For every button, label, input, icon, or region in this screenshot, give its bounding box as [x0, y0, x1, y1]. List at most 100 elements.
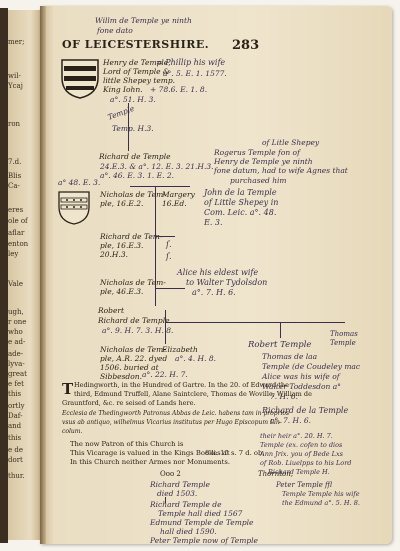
manuscript-note: a°. 7. H. 6. [192, 288, 236, 297]
manuscript-note: Thomas de laa [262, 352, 318, 361]
manuscript-note: fone dato [97, 26, 133, 35]
manuscript-note: Temple (de Coudeley mac [262, 362, 361, 371]
manuscript-note: Ann Jrix. you of Bede Lxs [260, 450, 343, 458]
left-page-fragment: ley [8, 250, 19, 258]
manuscript-note: of Little Shepey in [204, 198, 279, 207]
manuscript-note: Alice his eldest wife [177, 268, 259, 277]
left-page-fragment: r one [8, 318, 27, 326]
manuscript-note: purchased him [230, 176, 287, 185]
manuscript-note: hall died 1590. [160, 527, 217, 536]
manuscript-note: = Phillip his wife [156, 58, 226, 67]
manuscript-note: of Litle Shepey [262, 138, 320, 147]
left-page-fragment: this [8, 390, 22, 398]
manuscript-note: John de la Temple [204, 188, 277, 197]
genealogy-entry: little Shepey temp. [103, 76, 176, 85]
genealogy-entry: 20.H.3. [100, 250, 129, 259]
catchword: Thornton, [258, 470, 294, 478]
manuscript-note: Edmund Temple de Temple [150, 518, 254, 527]
genealogy-entry: ple, 46.E.3. [100, 287, 144, 296]
vertical-connector [280, 322, 281, 338]
left-page-fragment: aflar [8, 229, 25, 237]
vertical-connector [165, 497, 166, 503]
manuscript-note: Robert Temple [248, 340, 312, 350]
manuscript-note: a°. 46. E. 3. 1. E. 2. [100, 171, 175, 180]
body-paragraph: 8 li. 15 s. 7 d. ob. [205, 449, 265, 457]
left-page-fragment: 7.d. [8, 158, 22, 166]
manuscript-note: Com. Leic. a°. 48. [204, 208, 277, 217]
left-page-fragment: thur. [8, 472, 25, 480]
left-page-fragment: who [8, 328, 23, 336]
left-page-fragment: mer; [8, 38, 25, 46]
left-page-fragment: Blis [8, 172, 22, 180]
book-page [40, 6, 392, 544]
vertical-connector [128, 103, 129, 151]
book-spine [0, 8, 8, 543]
left-page-fragment: this [8, 434, 22, 442]
manuscript-note: Richard Temple H. [268, 468, 330, 476]
manuscript-note: Peter Temple now of Temple [150, 536, 258, 545]
left-page-fragment: enton [8, 240, 29, 248]
vertical-connector [165, 310, 166, 344]
genealogy-entry: Sibbesdon. [100, 372, 142, 381]
manuscript-note: ſ. [166, 252, 172, 261]
manuscript-note: fone datum, had to wife Agnes that [214, 166, 348, 175]
page-number: 283 [232, 38, 260, 53]
body-paragraph: In this Church neither Armes nor Monumen… [70, 458, 231, 466]
coat-of-arms-icon [58, 191, 90, 225]
manuscript-note: to Walter Tydolsdon [186, 278, 268, 287]
manuscript-note: Richard Temple de [150, 500, 222, 509]
coat-of-arms-icon [61, 59, 99, 99]
genealogy-entry: Richard de Temple [99, 152, 171, 161]
genealogy-entry: Margery [162, 190, 195, 199]
left-page-fragment: eres [8, 206, 24, 214]
genealogy-entry: ple, 16.E.3. [100, 241, 144, 250]
manuscript-note: the Edmund a°. 5. H. 8. [282, 499, 360, 507]
genealogy-entry: Henry de Temple, [103, 58, 171, 67]
left-page-fragment: ade- [8, 350, 24, 358]
manuscript-note: Temple [330, 339, 356, 347]
manuscript-note: Rogerus Temple fon of [214, 148, 300, 157]
manuscript-note: Temple Temple his wife [282, 490, 360, 498]
manuscript-note: Willm de Temple ye ninth [95, 16, 192, 25]
body-paragraph: third, Edmund Truffell, Alane Saintclere… [74, 390, 312, 398]
genealogy-entry: ple, 16.E.2. [100, 199, 144, 208]
body-paragraph: The now Patron of this Church is [70, 440, 184, 448]
manuscript-note: Temple (ex. cofen to dios [260, 441, 343, 449]
genealogy-entry: ple, A.R. 22. dyed [100, 354, 168, 363]
manuscript-note: Peter Temple ffl [276, 481, 332, 489]
manuscript-note: a°. 5. E. 1. 1577. [163, 69, 227, 78]
left-page-fragment: Ca- [8, 182, 20, 190]
genealogy-entry: Nicholas de Tem- [100, 345, 166, 354]
genealogy-entry: Nicholas de Tem- [100, 190, 166, 199]
body-paragraph: vsus ab antiquo, wilhelmus Vicarius inst… [62, 419, 282, 426]
manuscript-note: Thomas [330, 330, 358, 338]
body-paragraph: Ecclesia de Thedingworth Patronus Abbas … [62, 410, 290, 417]
manuscript-note: 24.E.3. & a°. 12. E. 3. 21.H.3. [100, 162, 214, 171]
left-page-fragment: Ycaj [8, 82, 23, 90]
genealogy-entry: King Iohn. [103, 85, 143, 94]
body-paragraph: T [62, 380, 74, 398]
left-page-fragment: lyva- [8, 360, 25, 368]
left-page-fragment: wil- [8, 72, 21, 80]
page-gutter [40, 6, 46, 544]
left-page-fragment: e ad- [8, 338, 26, 346]
left-page-fragment: and [8, 422, 22, 430]
manuscript-note: Walter Toddesdon a° [262, 382, 341, 391]
manuscript-note: their heir a°. 20. H. 7. [260, 432, 333, 440]
genealogy-entry: 1506. buried at [100, 363, 159, 372]
left-page-fragment: ugh, [8, 308, 24, 316]
horizontal-connector [165, 322, 345, 323]
manuscript-note: + 78.6. E. 1. 8. [150, 85, 208, 94]
page-title: OF LEICESTERSHIRE. [62, 38, 210, 51]
genealogy-entry: Elizabeth [162, 345, 198, 354]
signature-mark: Ooo 2 [160, 470, 181, 478]
horizontal-connector [155, 288, 185, 289]
genealogy-entry: Lord of Temple & [103, 67, 170, 76]
manuscript-note: Temple hall died 1567 [158, 509, 243, 518]
genealogy-entry: Richard de Tem- [100, 232, 163, 241]
manuscript-note: Henry de Temple ye ninth [214, 157, 313, 166]
manuscript-note: a°. 22. H. 7. [142, 370, 188, 379]
left-page-fragment: ole of [8, 217, 28, 225]
manuscript-note: a°. 51. H. 3. [110, 95, 156, 104]
